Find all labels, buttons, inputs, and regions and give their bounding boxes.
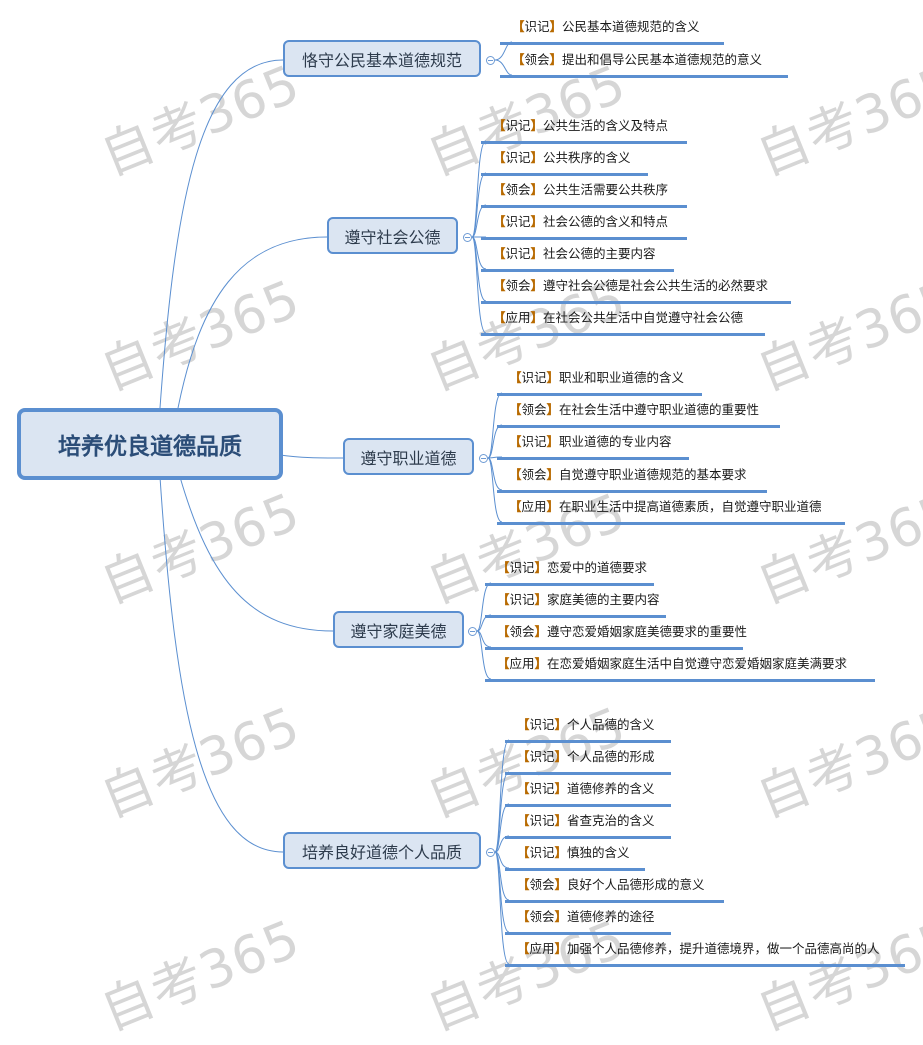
leaf-topic[interactable]: 【识记】职业道德的专业内容 (497, 430, 689, 460)
leaf-topic[interactable]: 【识记】个人品德的形成 (505, 745, 671, 775)
collapse-icon[interactable] (486, 848, 495, 857)
branch-topic-professional-ethics[interactable]: 遵守职业道德 (343, 438, 474, 475)
leaf-topic[interactable]: 【识记】公共生活的含义及特点 (481, 114, 687, 144)
central-topic[interactable]: 培养优良道德品质 (17, 408, 283, 480)
leaf-topic[interactable]: 【领会】遵守恋爱婚姻家庭美德要求的重要性 (485, 620, 747, 650)
leaf-topic[interactable]: 【识记】恋爱中的道德要求 (485, 556, 654, 586)
leaf-topic[interactable]: 【领会】道德修养的途径 (505, 905, 671, 935)
leaf-topic[interactable]: 【识记】家庭美德的主要内容 (485, 588, 666, 618)
branch-topic-civic-norms[interactable]: 恪守公民基本道德规范 (283, 40, 481, 77)
leaf-topic[interactable]: 【识记】社会公德的含义和特点 (481, 210, 687, 240)
branch-topic-family-virtues[interactable]: 遵守家庭美德 (333, 611, 464, 648)
leaf-topic[interactable]: 【识记】公共秩序的含义 (481, 146, 648, 176)
leaf-topic[interactable]: 【识记】公民基本道德规范的含义 (500, 15, 724, 45)
leaf-topic[interactable]: 【识记】职业和职业道德的含义 (497, 366, 702, 396)
leaf-topic[interactable]: 【领会】遵守社会公德是社会公共生活的必然要求 (481, 274, 791, 304)
leaf-topic[interactable]: 【领会】良好个人品德形成的意义 (505, 873, 724, 903)
leaf-topic[interactable]: 【应用】在职业生活中提高道德素质，自觉遵守职业道德 (497, 495, 845, 525)
leaf-topic[interactable]: 【领会】提出和倡导公民基本道德规范的意义 (500, 48, 788, 78)
leaf-topic[interactable]: 【识记】省查克治的含义 (505, 809, 671, 839)
branch-topic-personal-character[interactable]: 培养良好道德个人品质 (283, 832, 481, 869)
collapse-icon[interactable] (463, 233, 472, 242)
connector-lines (159, 41, 513, 965)
leaf-topic[interactable]: 【领会】公共生活需要公共秩序 (481, 178, 687, 208)
leaf-topic[interactable]: 【识记】道德修养的含义 (505, 777, 671, 807)
collapse-icon[interactable] (468, 627, 477, 636)
collapse-icon[interactable] (486, 56, 495, 65)
collapse-icon[interactable] (479, 454, 488, 463)
leaf-topic[interactable]: 【识记】慎独的含义 (505, 841, 645, 871)
leaf-topic[interactable]: 【识记】社会公德的主要内容 (481, 242, 674, 272)
leaf-topic[interactable]: 【领会】自觉遵守职业道德规范的基本要求 (497, 463, 767, 493)
leaf-topic[interactable]: 【应用】在恋爱婚姻家庭生活中自觉遵守恋爱婚姻家庭美满要求 (485, 652, 875, 682)
leaf-topic[interactable]: 【领会】在社会生活中遵守职业道德的重要性 (497, 398, 780, 428)
branch-topic-social-morality[interactable]: 遵守社会公德 (327, 217, 458, 254)
leaf-topic[interactable]: 【识记】个人品德的含义 (505, 713, 671, 743)
mind-map-canvas: 自考365 自考365 自考365 自考365 自考365 自考365 自考36… (17, 15, 923, 1043)
leaf-topic[interactable]: 【应用】加强个人品德修养，提升道德境界，做一个品德高尚的人 (505, 937, 905, 967)
leaf-topic[interactable]: 【应用】在社会公共生活中自觉遵守社会公德 (481, 306, 765, 336)
